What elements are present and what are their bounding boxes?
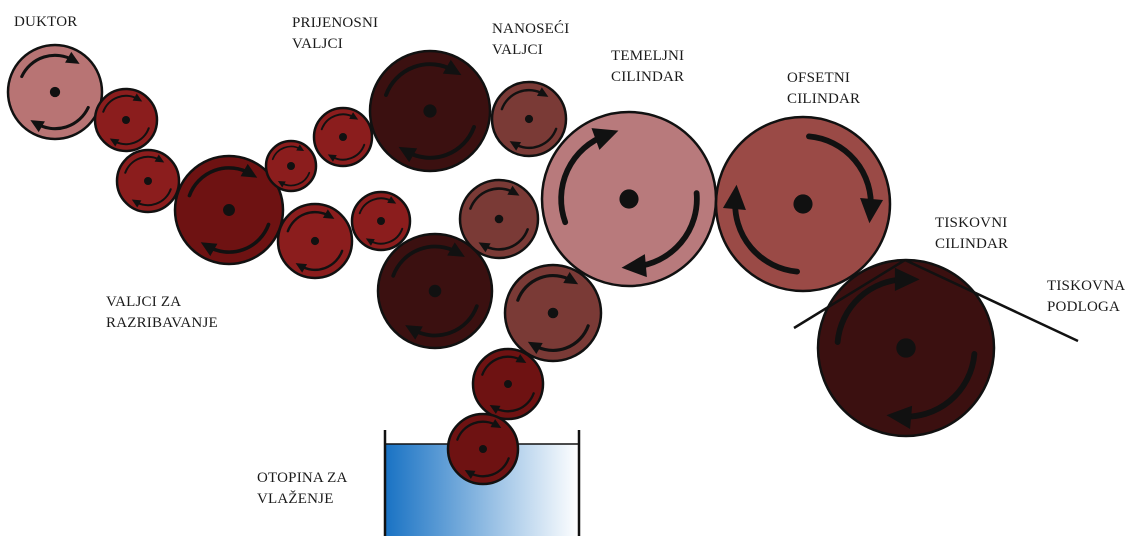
roller-transfer-1-axle — [287, 162, 295, 170]
roller-ink-2 — [115, 148, 181, 214]
rotation-arrow-icon — [481, 354, 535, 414]
rotation-arrow-icon — [286, 209, 344, 273]
roller-distributor-2 — [368, 49, 492, 173]
cylinder-ofsetni-axle — [793, 194, 813, 214]
roller-distributor-1 — [173, 154, 285, 266]
roller-duktor-axle — [49, 86, 61, 98]
roller-form-1 — [490, 80, 568, 158]
roller-transfer-3-axle — [310, 236, 320, 246]
rotation-arrow-icon — [456, 419, 510, 479]
label-prijenosni-valjci: PRIJENOSNI VALJCI — [292, 15, 379, 52]
label-duktor: DUKTOR — [14, 14, 78, 30]
label-otopina-za-vlazenje: OTOPINA ZA VLAŽENJE — [257, 470, 348, 507]
roller-form-2 — [458, 178, 540, 260]
cylinder-temeljni-axle — [619, 189, 639, 209]
roller-duktor — [6, 43, 104, 141]
roller-distributor-3 — [376, 232, 494, 350]
roller-distributor-1-axle — [223, 204, 235, 216]
roller-transfer-3 — [276, 202, 354, 280]
label-nanoseci-valjci: NANOSEĆI VALJCI — [492, 21, 570, 58]
roller-transfer-2 — [312, 106, 374, 168]
rotation-arrow-icon — [102, 93, 150, 147]
roller-damp-2 — [471, 347, 545, 421]
rotation-arrow-icon — [124, 154, 172, 208]
roller-transfer-4 — [350, 190, 412, 252]
roller-transfer-4-axle — [377, 217, 385, 225]
label-valjci-za-razribavanje: VALJCI ZA RAZRIBAVANJE — [106, 294, 218, 331]
cylinder-tiskovni-axle — [896, 338, 916, 358]
roller-form-1-axle — [524, 114, 534, 124]
rotation-arrow-icon — [271, 144, 311, 188]
label-tiskovna-podloga: TISKOVNA PODLOGA — [1047, 278, 1126, 315]
rotation-arrow-icon — [20, 51, 90, 133]
label-ofsetni-cilindar: OFSETNI CILINDAR — [787, 70, 861, 107]
roller-damp-fountain-axle — [479, 445, 487, 453]
rotation-arrow-icon — [320, 112, 366, 162]
roller-ink-1-axle — [122, 116, 130, 124]
rotation-arrow-icon — [469, 185, 529, 253]
roller-damp-1 — [503, 263, 603, 363]
rotation-arrow-icon — [384, 59, 476, 163]
roller-transfer-1 — [264, 139, 318, 193]
rotation-arrow-icon — [187, 163, 271, 257]
rotation-arrow-icon — [500, 87, 558, 151]
roller-distributor-3-axle — [428, 284, 442, 298]
rotation-arrow-icon — [391, 242, 479, 340]
substrate-entry — [793, 258, 906, 330]
substrate-exit — [904, 258, 1079, 343]
label-temeljni-cilindar: TEMELJNI CILINDAR — [611, 48, 685, 85]
rotation-arrow-icon — [834, 267, 978, 429]
roller-distributor-2-axle — [423, 104, 437, 118]
roller-damp-2-axle — [504, 380, 512, 388]
roller-form-2-axle — [494, 214, 504, 224]
roller-damp-1-axle — [547, 307, 559, 319]
cylinder-tiskovni — [816, 258, 996, 438]
roller-damp-fountain — [446, 412, 520, 486]
rotation-arrow-icon — [516, 272, 590, 354]
rotation-arrow-icon — [358, 196, 404, 246]
label-tiskovni-cilindar: TISKOVNI CILINDAR — [935, 215, 1009, 252]
rotation-arrow-icon — [722, 133, 884, 275]
cylinder-temeljni — [540, 110, 718, 288]
rotation-arrow-icon — [558, 128, 700, 278]
roller-transfer-2-axle — [339, 133, 347, 141]
cylinder-ofsetni — [714, 115, 892, 293]
roller-ink-2-axle — [144, 177, 152, 185]
roller-ink-1 — [93, 87, 159, 153]
